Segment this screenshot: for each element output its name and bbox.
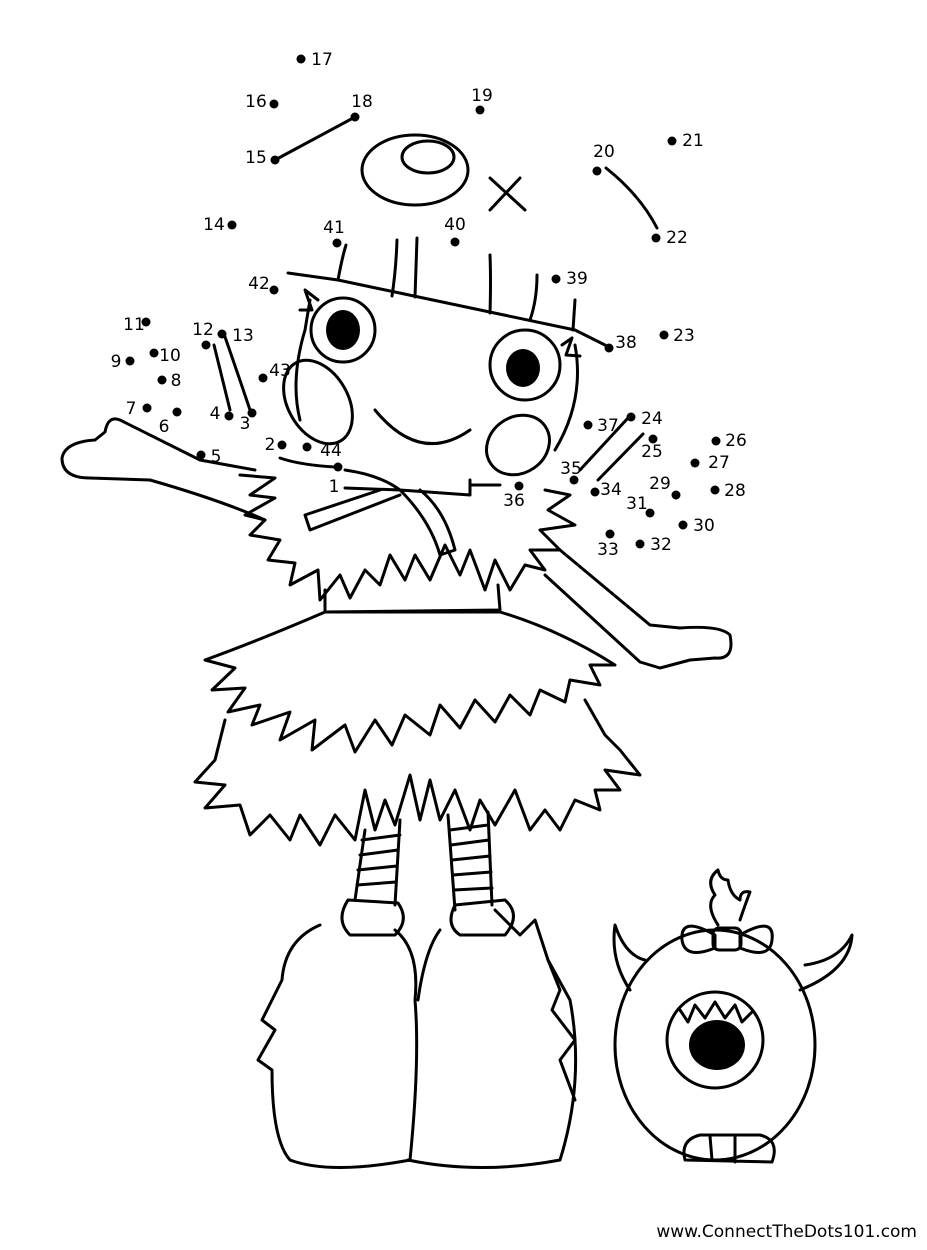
dot-label-35: 35 (560, 459, 582, 479)
dot-label-39: 39 (566, 269, 588, 289)
dot-5[interactable] (196, 450, 206, 460)
dot-16[interactable] (269, 99, 279, 109)
dot-label-26: 26 (725, 431, 747, 451)
dot-label-37: 37 (597, 416, 619, 436)
dot-label-41: 41 (323, 218, 345, 238)
dot-label-8: 8 (171, 371, 182, 391)
dot-label-18: 18 (351, 92, 373, 112)
dot-22[interactable] (651, 233, 661, 243)
dot-9[interactable] (125, 356, 135, 366)
dot-label-2: 2 (265, 435, 276, 455)
dot-8[interactable] (157, 375, 167, 385)
dot-label-28: 28 (724, 481, 746, 501)
dot-label-21: 21 (682, 131, 704, 151)
dot-38[interactable] (604, 343, 614, 353)
dot-32[interactable] (635, 539, 645, 549)
dot-label-38: 38 (615, 333, 637, 353)
dot-label-42: 42 (248, 274, 270, 294)
dot-31[interactable] (645, 508, 655, 518)
dot-label-25: 25 (641, 442, 663, 462)
hair-x (488, 176, 527, 212)
dot-35[interactable] (569, 475, 579, 485)
dot-28[interactable] (710, 485, 720, 495)
dot-18[interactable] (350, 112, 360, 122)
dot-43[interactable] (258, 373, 268, 383)
dot-37[interactable] (583, 420, 593, 430)
dot-23[interactable] (659, 330, 669, 340)
dot-label-40: 40 (444, 215, 466, 235)
dot-label-16: 16 (245, 92, 267, 112)
footer-url[interactable]: www.ConnectTheDots101.com (656, 1222, 917, 1242)
dot-24[interactable] (626, 412, 636, 422)
dot-11[interactable] (141, 317, 151, 327)
dot-10[interactable] (149, 348, 159, 358)
dot-20[interactable] (592, 166, 602, 176)
dot-label-34: 34 (600, 480, 622, 500)
dot-13[interactable] (217, 329, 227, 339)
dot-26[interactable] (711, 436, 721, 446)
dot-3[interactable] (247, 408, 257, 418)
dot-label-12: 12 (192, 320, 214, 340)
dot-label-4: 4 (210, 404, 221, 424)
dot-label-10: 10 (159, 346, 181, 366)
dot-39[interactable] (551, 274, 561, 284)
dot-label-22: 22 (666, 228, 688, 248)
dot-label-14: 14 (203, 215, 225, 235)
dot-label-27: 27 (708, 453, 730, 473)
dot-17[interactable] (296, 54, 306, 64)
hat-bun-inner (400, 139, 456, 175)
dot-label-29: 29 (649, 474, 671, 494)
dot-label-33: 33 (597, 540, 619, 560)
dot-25[interactable] (648, 434, 658, 444)
dot-label-17: 17 (311, 50, 333, 70)
dot-label-7: 7 (126, 399, 137, 419)
dot-30[interactable] (678, 520, 688, 530)
dot-label-43: 43 (269, 361, 291, 381)
dot-33[interactable] (605, 529, 615, 539)
dot-label-15: 15 (245, 148, 267, 168)
dot-1[interactable] (333, 462, 343, 472)
line-15-18 (273, 115, 357, 162)
dot-label-23: 23 (673, 326, 695, 346)
dot-7[interactable] (142, 403, 152, 413)
dot-label-9: 9 (111, 352, 122, 372)
dot-6[interactable] (172, 407, 182, 417)
dot-40[interactable] (450, 237, 460, 247)
dot-label-19: 19 (471, 86, 493, 106)
dot-2[interactable] (277, 440, 287, 450)
hat-bun (360, 133, 470, 207)
dot-label-5: 5 (211, 447, 222, 467)
dot-42[interactable] (269, 285, 279, 295)
dot-12[interactable] (201, 340, 211, 350)
dot-21[interactable] (667, 136, 677, 146)
dot-label-44: 44 (320, 441, 342, 461)
dot-4[interactable] (224, 411, 234, 421)
dot-34[interactable] (590, 487, 600, 497)
dot-label-3: 3 (240, 414, 251, 434)
dot-36[interactable] (514, 481, 524, 491)
dot-label-32: 32 (650, 535, 672, 555)
dot-label-24: 24 (641, 409, 663, 429)
dot-19[interactable] (475, 105, 485, 115)
dot-14[interactable] (227, 220, 237, 230)
dot-label-30: 30 (693, 516, 715, 536)
dot-label-36: 36 (503, 491, 525, 511)
character-outline (60, 115, 854, 1169)
dot-label-1: 1 (329, 477, 340, 497)
dot-44[interactable] (302, 442, 312, 452)
dot-label-20: 20 (593, 142, 615, 162)
dot-29[interactable] (671, 490, 681, 500)
dot-41[interactable] (332, 238, 342, 248)
dot-15[interactable] (270, 155, 280, 165)
dot-label-11: 11 (123, 315, 145, 335)
dot-label-31: 31 (626, 494, 648, 514)
dot-label-13: 13 (232, 326, 254, 346)
dot-label-6: 6 (159, 417, 170, 437)
dot-27[interactable] (690, 458, 700, 468)
line-20-22 (604, 166, 659, 230)
